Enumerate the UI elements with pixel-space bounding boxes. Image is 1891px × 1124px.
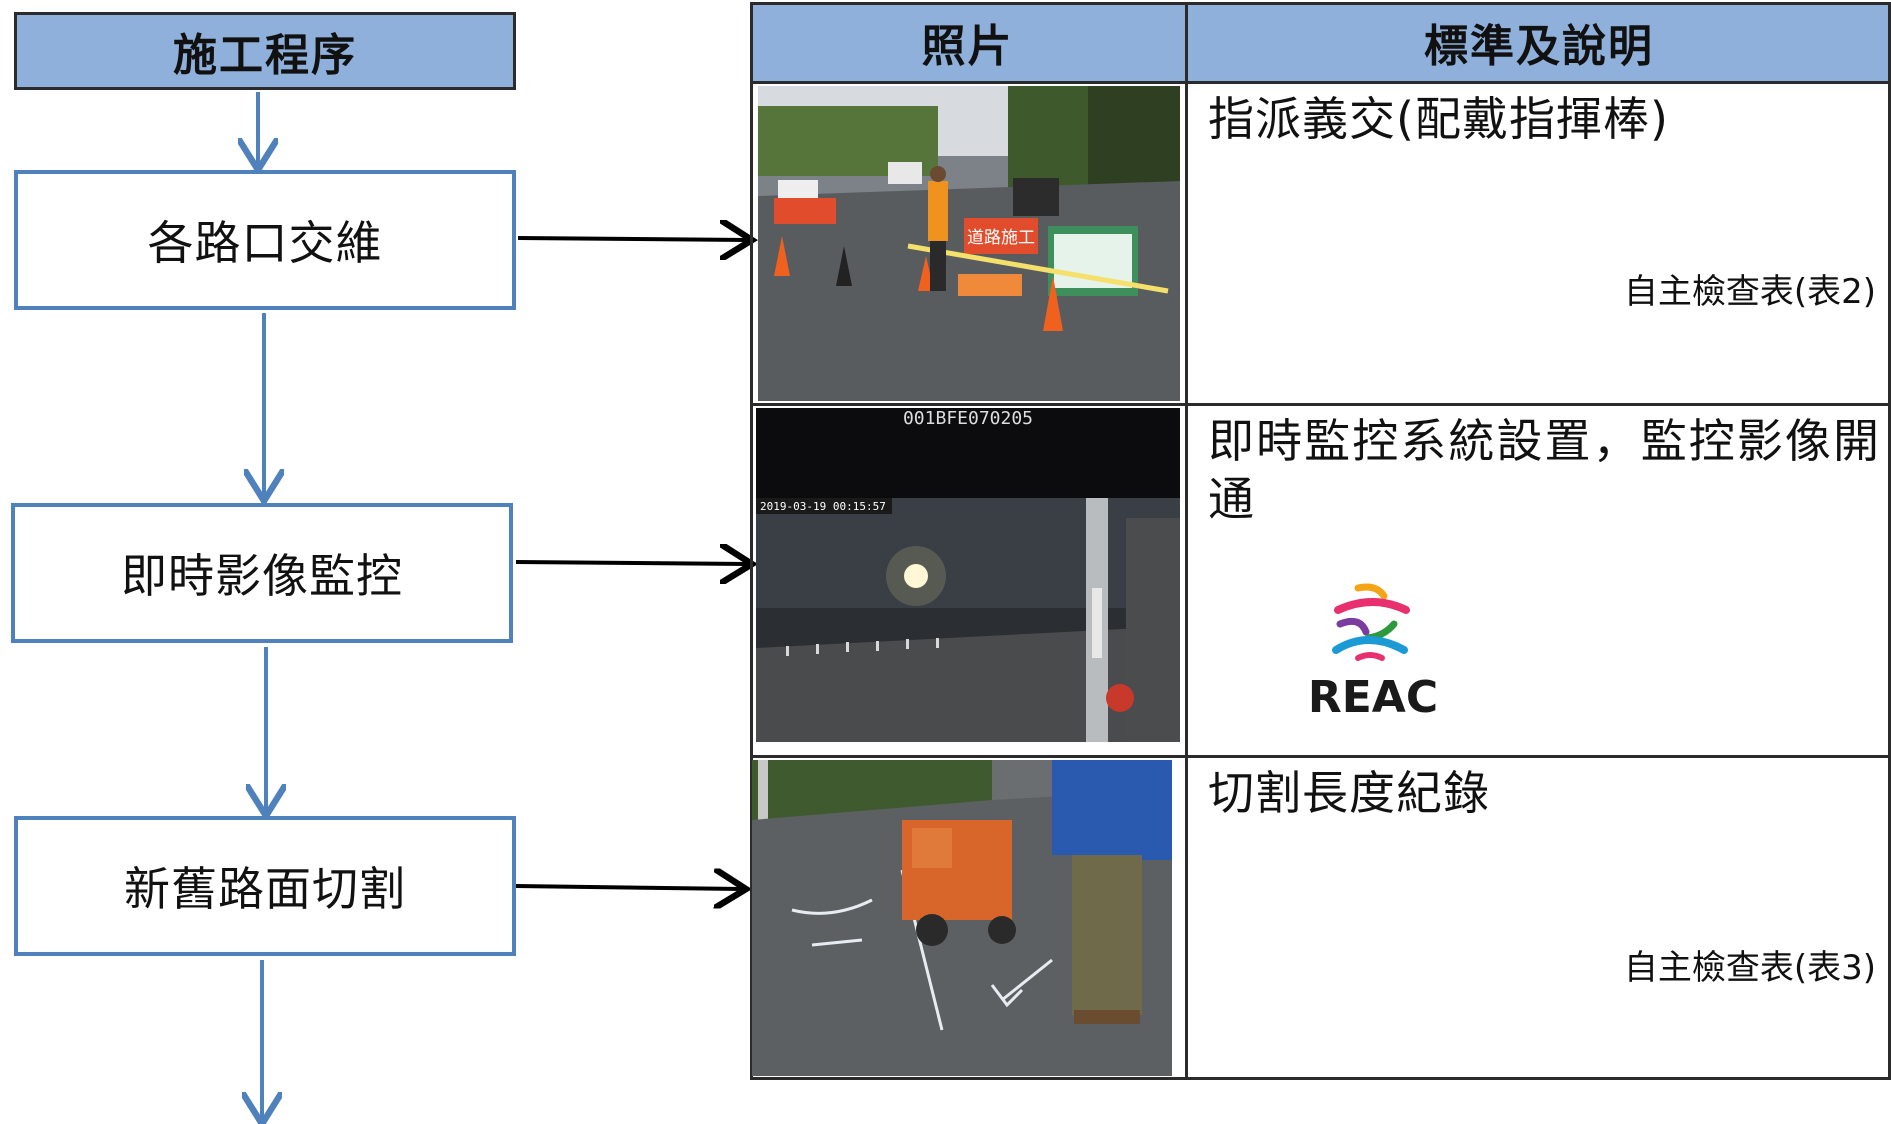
table-border-top: [750, 2, 1891, 5]
photo-traffic-warden: 道路施工: [758, 86, 1180, 401]
table-column-divider: [1185, 2, 1188, 1080]
inspection-table: 照片 標準及說明 道路施工: [750, 2, 1891, 1080]
flow-step-traffic-control: 各路口交維: [14, 170, 516, 310]
reac-emblem-icon: REAC: [1308, 583, 1438, 723]
table-border-left: [750, 2, 753, 1080]
photo-pavement-cutting: [752, 760, 1172, 1076]
camera-timestamp-overlay: 2019-03-19 00:15:57: [760, 500, 886, 513]
table-row-divider: [750, 403, 1891, 406]
table-row-divider: [750, 755, 1891, 758]
flow-header: 施工程序: [14, 12, 516, 90]
row3-checklist-ref: 自主檢查表(表3): [1623, 948, 1876, 988]
camera-id-overlay: 001BFE070205: [903, 408, 1033, 429]
flow-arrows-horizontal: [515, 238, 748, 889]
photo-cctv-monitor: 001BFE070205 2019-03-19 00:15:57: [756, 408, 1180, 742]
table-header-divider: [750, 81, 1891, 84]
flow-step-pavement-cutting: 新舊路面切割: [14, 816, 516, 956]
photo-column-header: 照片: [750, 2, 1185, 81]
row2-title: 即時監控系統設置，監控影像開通: [1208, 414, 1880, 526]
row1-checklist-ref: 自主檢查表(表2): [1623, 272, 1876, 312]
arrow-step3-to-photo3: [515, 886, 742, 889]
reac-logo-text: REAC: [1308, 672, 1438, 720]
description-column-header: 標準及說明: [1187, 2, 1891, 81]
row3-title: 切割長度紀錄: [1208, 766, 1490, 820]
arrow-step1-to-photo1: [517, 238, 748, 240]
reac-logo: REAC: [1298, 580, 1448, 723]
flow-step-live-monitoring: 即時影像監控: [11, 503, 513, 643]
row1-title: 指派義交(配戴指揮棒): [1208, 92, 1669, 146]
table-border-bottom: [750, 1077, 1891, 1080]
arrow-step2-to-photo2: [515, 562, 748, 564]
traffic-sign-text: 道路施工: [967, 228, 1035, 248]
table-border-right: [1888, 2, 1891, 1080]
